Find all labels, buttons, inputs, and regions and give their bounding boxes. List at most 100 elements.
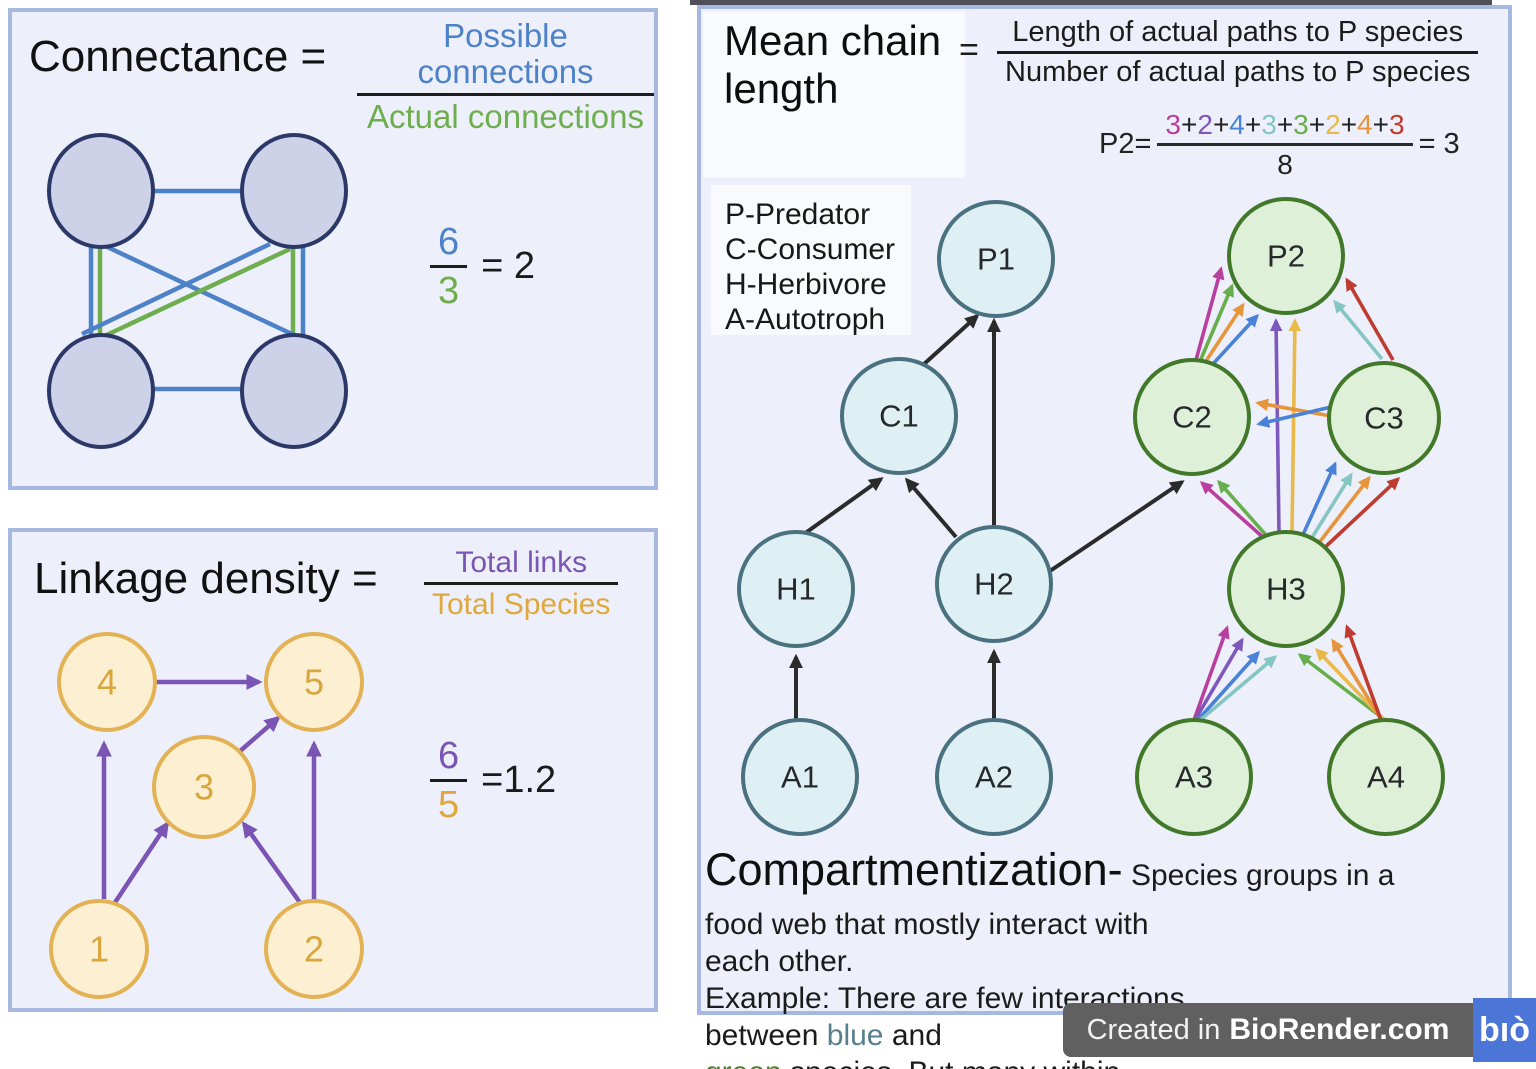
node-circle <box>47 333 155 449</box>
arrow-blue <box>1195 650 1260 723</box>
connectance-denominator: 3 <box>438 270 460 312</box>
total-species-label: Total Species <box>432 588 611 621</box>
watermark-brand: BioRender.com <box>1229 1013 1450 1046</box>
p2-plus: + <box>1372 109 1389 140</box>
node-3 <box>152 735 256 839</box>
p2-result: = 3 <box>1418 128 1460 160</box>
arrow-red <box>1345 277 1395 361</box>
arrow-black <box>904 477 958 539</box>
p2-plus: + <box>1340 109 1358 140</box>
compartmentization-title: Compartmentization- <box>705 844 1123 895</box>
node-5 <box>264 632 364 732</box>
linkage-formula: Total links Total Species <box>424 546 619 621</box>
actual-connections-label: Actual connections <box>366 98 644 135</box>
linkage-numerator: 6 <box>430 736 468 782</box>
p2-plus: + <box>1212 109 1230 140</box>
arrow-orange <box>1204 302 1245 362</box>
node-A1 <box>741 718 859 836</box>
node-label-1: 1 <box>89 929 109 970</box>
node-A3 <box>1135 718 1253 836</box>
node-C1 <box>840 357 958 475</box>
node-label-A3: A3 <box>1175 760 1213 795</box>
arrow-black <box>802 477 884 536</box>
arrow-teal <box>1333 299 1384 361</box>
linkage-denominator: 5 <box>438 784 460 826</box>
arrow-magenta <box>1192 625 1230 721</box>
arrow-blue <box>1210 313 1259 367</box>
arrow-magenta <box>1199 481 1267 541</box>
p2-term-blue: 4 <box>1229 109 1245 140</box>
p2-term-red: 3 <box>1388 109 1405 140</box>
node-H1 <box>737 530 855 648</box>
connectance-numerator: 6 <box>430 222 468 268</box>
linkage-density-graph: 4 5 3 1 2 <box>49 632 364 999</box>
blue-word: blue <box>826 1019 884 1052</box>
node-circle <box>47 133 155 249</box>
arrow-orange <box>1331 638 1384 722</box>
node-label-4: 4 <box>97 662 117 703</box>
node-label-C1: C1 <box>879 399 919 434</box>
edge <box>97 246 291 342</box>
mean-chain-formula: Length of actual paths to P species Numb… <box>997 17 1479 88</box>
arrow-yellow <box>1288 318 1302 534</box>
node-H2 <box>935 525 1053 643</box>
node-4 <box>57 632 157 732</box>
node-label-H2: H2 <box>974 567 1014 602</box>
node-P2 <box>1227 197 1345 315</box>
possible-connections-label: Possible connections <box>357 18 654 96</box>
linkage-value: =1.2 <box>481 759 557 801</box>
p2-path-count: 8 <box>1277 149 1293 180</box>
node-label-3: 3 <box>194 767 214 808</box>
node-label-H1: H1 <box>776 572 816 607</box>
p2-path-lengths: 3+2+4+3+3+2+4+3 <box>1157 109 1413 146</box>
species-legend: P-Predator C-Consumer H-Herbivore A-Auto… <box>725 197 895 337</box>
node-H3 <box>1227 530 1345 648</box>
arrow-orange <box>1313 475 1371 550</box>
connectance-result: 6 3 = 2 <box>430 222 535 311</box>
node-2 <box>264 899 364 999</box>
compartmentization-line2: food web that mostly interact with each … <box>705 908 1149 978</box>
node-P1 <box>937 200 1055 318</box>
node-A2 <box>935 718 1053 836</box>
connectance-panel: Connectance = Possible connections Actua… <box>8 8 658 490</box>
node-label-A2: A2 <box>975 760 1013 795</box>
node-C3 <box>1327 361 1441 475</box>
edge <box>81 241 271 337</box>
bio-logo-text: bıò <box>1479 1010 1530 1049</box>
arrow-red <box>1319 477 1401 553</box>
legend-predator: P-Predator <box>725 198 871 231</box>
p2-plus: + <box>1181 109 1198 140</box>
connectance-formula: Possible connections Actual connections <box>357 18 654 135</box>
arrow-teal <box>1306 472 1353 545</box>
biorender-logo[interactable]: bıò <box>1473 998 1536 1062</box>
paths-number-label: Number of actual paths to P species <box>1005 56 1471 88</box>
p2-term-teal: 3 <box>1261 109 1277 140</box>
node-circle <box>240 333 348 449</box>
p2-term-purple: 2 <box>1197 109 1213 140</box>
compartmentization-tail: Species groups in a <box>1122 859 1395 892</box>
arrow-green <box>1199 283 1234 360</box>
p2-term-orange: 4 <box>1357 109 1373 140</box>
arrow-red <box>1344 624 1383 721</box>
compartmentization-line4: green species. But many within groups. <box>705 1054 1185 1069</box>
p2-term-yellow: 2 <box>1325 109 1341 140</box>
legend-consumer: C-Consumer <box>725 233 896 266</box>
p2-label: P2= <box>1099 128 1152 160</box>
paths-length-label: Length of actual paths to P species <box>997 17 1479 54</box>
arrow-teal <box>1196 655 1278 724</box>
node-label-5: 5 <box>304 662 324 703</box>
node-label-A1: A1 <box>781 760 819 795</box>
arrow-magenta <box>1194 266 1225 361</box>
arrow-purple <box>1269 318 1283 534</box>
green-word: green <box>705 1056 782 1069</box>
p2-term-green: 3 <box>1293 109 1309 140</box>
total-links-label: Total links <box>424 546 619 585</box>
connectance-title: Connectance = <box>29 32 327 81</box>
arrow-green <box>1217 479 1275 545</box>
biorender-watermark: Created in BioRender.com <box>1063 1003 1473 1057</box>
node-label-P2: P2 <box>1267 239 1305 274</box>
node-label-2: 2 <box>304 929 324 970</box>
